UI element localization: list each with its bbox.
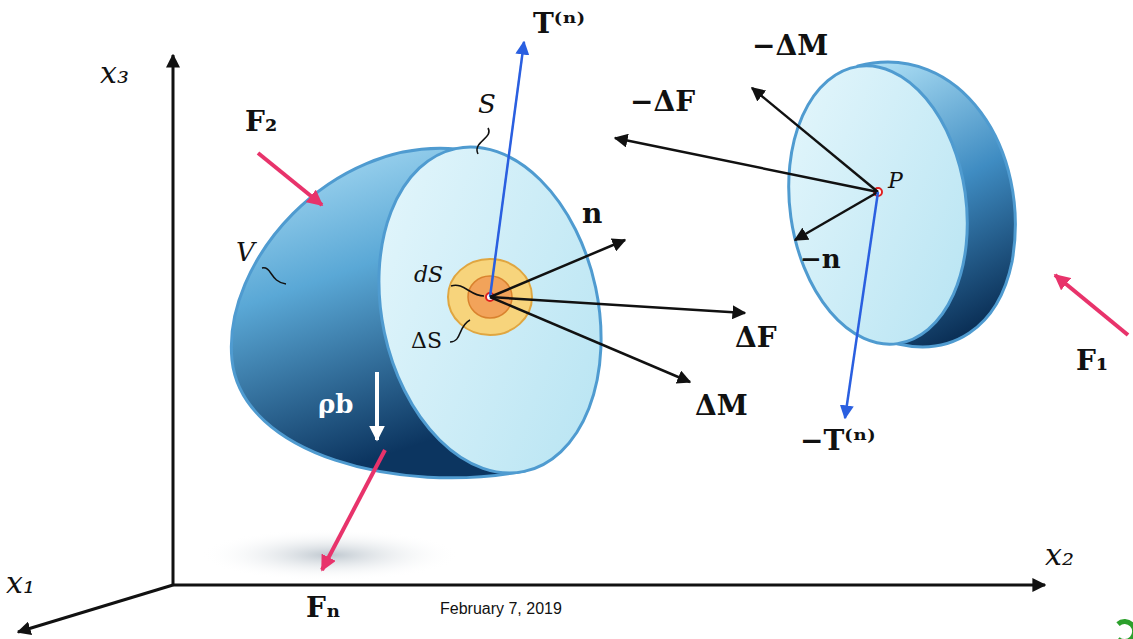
vector-label: −T⁽ⁿ⁾ xyxy=(800,425,876,457)
vector-label: F₂ xyxy=(245,106,277,138)
traction-arrow xyxy=(845,192,878,418)
x1-axis xyxy=(18,585,173,632)
force-arrow xyxy=(615,138,878,192)
x2-axis xyxy=(173,584,1045,587)
external-force-arrow xyxy=(1055,275,1128,335)
vector-label: F₁ xyxy=(1076,345,1108,377)
date-note: February 7, 2019 xyxy=(440,600,562,618)
corner-logo xyxy=(1118,622,1133,639)
external-force-arrow xyxy=(322,450,385,570)
force-arrow xyxy=(490,297,745,313)
x3-axis xyxy=(172,55,175,585)
normal-arrow xyxy=(490,240,625,297)
vector-label: Fₙ xyxy=(306,592,340,624)
vector-label: n xyxy=(582,198,602,230)
volume-label: V xyxy=(236,238,255,268)
leader-line xyxy=(477,128,489,154)
vector-label: ΔM xyxy=(695,390,748,422)
vector-label: −ΔM xyxy=(752,30,828,62)
moment-arrow xyxy=(490,297,690,382)
axis-label: x₁ xyxy=(6,566,35,601)
vector-label: −n xyxy=(800,245,841,275)
traction-arrow xyxy=(490,42,524,297)
leader-line xyxy=(451,285,484,296)
leader-line xyxy=(450,320,470,342)
axis-label: x₂ xyxy=(1045,538,1074,573)
vector-label: −ΔF xyxy=(630,86,695,118)
vector-label: ΔF xyxy=(735,322,777,354)
moment-arrow xyxy=(752,88,878,192)
area-label: ΔS xyxy=(411,328,442,353)
normal-arrow xyxy=(795,192,878,240)
axis-label: x₃ xyxy=(100,56,129,91)
area-label: dS xyxy=(414,262,443,287)
vector-label: T⁽ⁿ⁾ xyxy=(533,8,585,40)
left-cut-face xyxy=(350,126,630,494)
leader-line xyxy=(262,268,286,284)
body-force-label: ρb xyxy=(318,390,353,420)
point-label: P xyxy=(888,168,903,193)
body-force-arrow xyxy=(375,372,379,440)
right-cut-face xyxy=(771,54,984,356)
surface-label: S xyxy=(478,90,496,120)
external-force-arrow xyxy=(258,153,322,205)
